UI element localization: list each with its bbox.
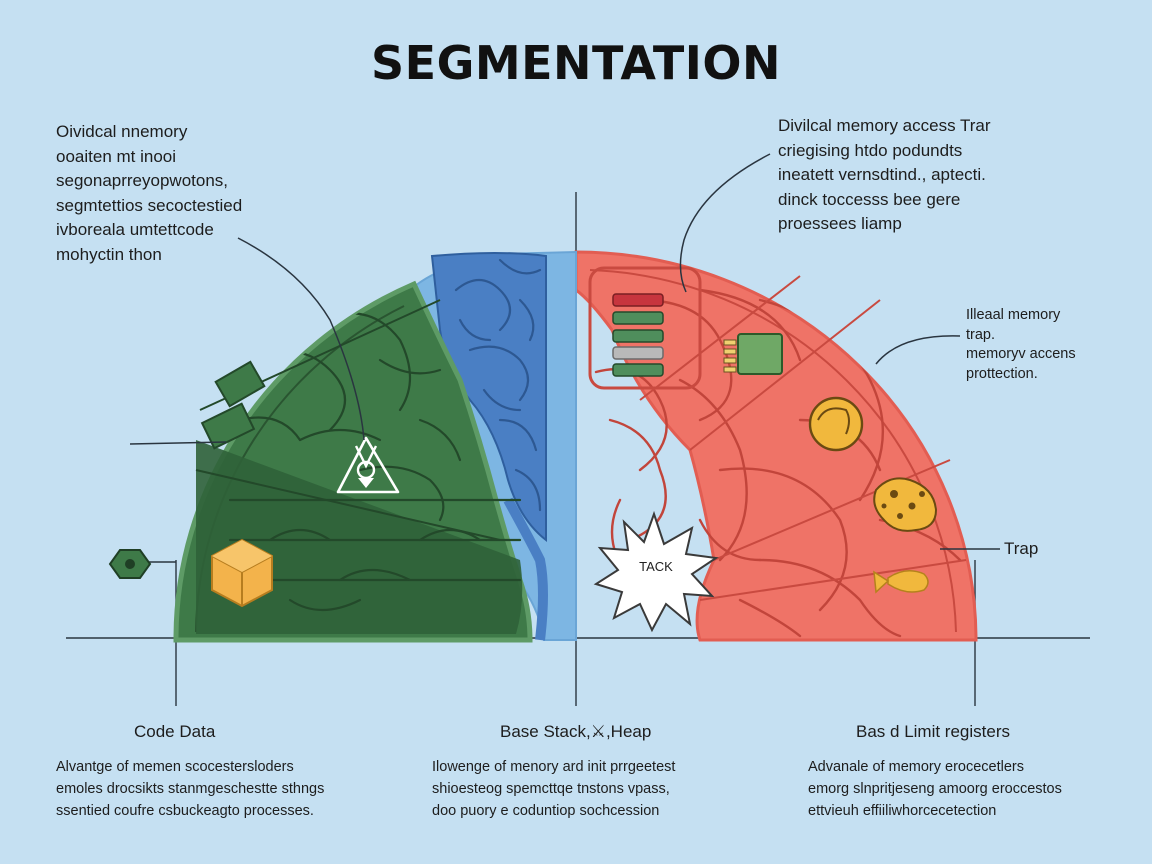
callout-line: proessees liamp — [778, 214, 902, 233]
callout-top-right: Divilcal memory access Trar criegising h… — [778, 114, 991, 237]
stack-segment — [408, 250, 577, 641]
column-description-base-limit-registers: Advanale of memory erocecetlers emorg sl… — [808, 756, 1062, 822]
description-line: Advanale of memory erocecetlers — [808, 759, 1024, 775]
coin-icon — [808, 396, 864, 452]
description-line: emorg slnpritjeseng amoorg eroccestos — [808, 781, 1062, 797]
description-line: shioesteog spemcttqe tnstons vpass, — [432, 781, 670, 797]
lock-icon — [336, 436, 400, 494]
description-line: doo puory e coduntiop sochcession — [432, 803, 660, 819]
heap-segment — [574, 250, 978, 642]
leader-lines — [129, 153, 1000, 550]
burst-label: TACK — [639, 559, 673, 574]
column-description-base-stack-heap: Ilowenge of menory ard init prrgeetest s… — [432, 756, 675, 822]
description-line: Alvantge of memen scocestersloders — [56, 759, 294, 775]
description-line: emoles drocsikts stanmgeschestte sthngs — [56, 781, 325, 797]
description-line: ssentied coufre csbuckeagto processes. — [56, 803, 314, 819]
callout-line: ineatett vernsdtind., aptecti. — [778, 165, 986, 184]
page-title: SEGMENTATION — [371, 36, 781, 90]
cheese-icon — [873, 477, 938, 532]
callout-line: segmtettios secoctestied — [56, 195, 243, 215]
callout-line: Divilcal memory access Trar — [778, 116, 991, 135]
callout-right-mid: Illeaal memory trap. memoryv accens prot… — [966, 306, 1076, 384]
callout-line: mohyctin thon — [56, 244, 162, 264]
callout-line: dinck toccesss bee gere — [778, 189, 961, 209]
callout-line: ivboreala umtettcode — [56, 220, 214, 239]
column-description-code-data: Alvantge of memen scocestersloders emole… — [56, 756, 324, 822]
cube-icon — [211, 538, 273, 608]
callout-line: Illeaal memory — [966, 307, 1061, 323]
callout-line: segonaprreyopwotons, — [56, 171, 229, 190]
memory-stack-icon — [588, 266, 702, 390]
hex-nut-icon — [108, 549, 176, 579]
callout-line: prottection. — [966, 365, 1038, 382]
description-line: Ilowenge of menory ard init prrgeetest — [432, 759, 676, 775]
callout-line: ooaiten mt inooi — [56, 146, 177, 166]
callout-line: Oividcal nnemory — [56, 122, 188, 141]
callout-line: memoryv accens — [966, 346, 1076, 362]
column-heading-base-limit-registers: Bas d Limit registers — [856, 722, 1010, 741]
chip-icon — [723, 333, 783, 375]
fish-icon — [873, 570, 929, 594]
callout-line: criegising htdo podundts — [778, 140, 963, 160]
burst-icon: TACK — [593, 510, 719, 633]
description-line: ettvieuh effiiliwhorcecetection — [808, 803, 997, 819]
callout-line: trap. — [966, 326, 996, 343]
callout-top-left: Oividcal nnemory ooaiten mt inooi segona… — [56, 120, 242, 267]
trap-label: Trap — [1004, 539, 1039, 558]
column-heading-base-stack-heap: Base Stack,⚔,Heap — [500, 722, 652, 741]
column-heading-code-data: Code Data — [134, 722, 216, 741]
